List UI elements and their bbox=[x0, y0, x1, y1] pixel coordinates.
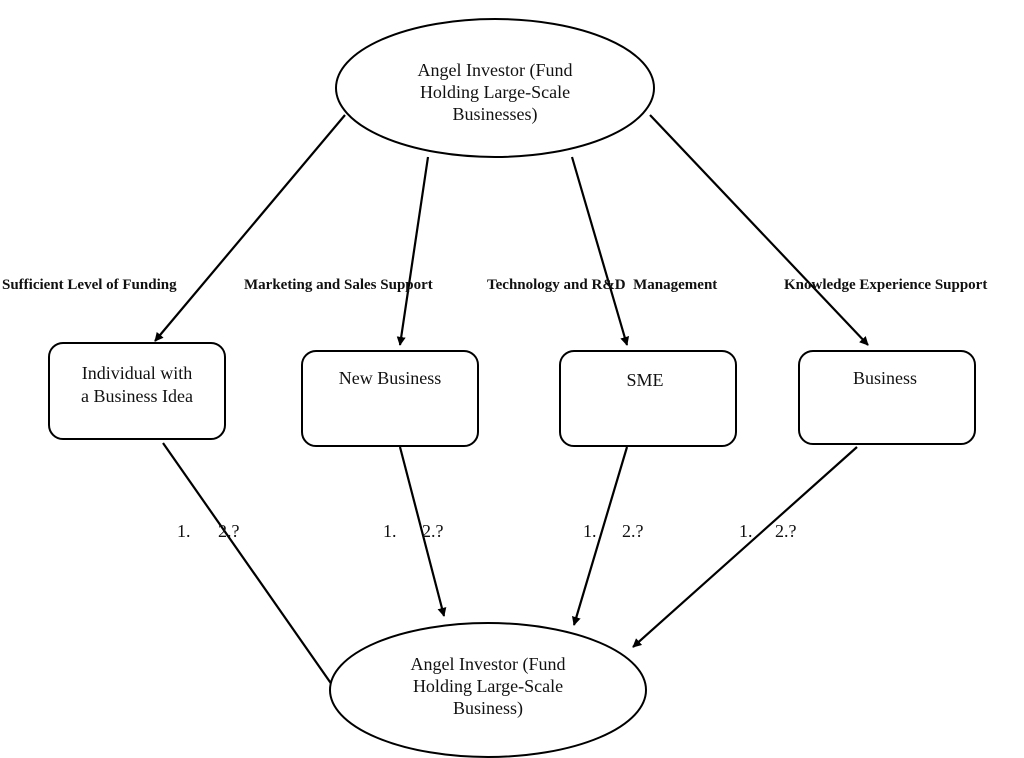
top-node: Angel Investor (Fund Holding Large-Scale… bbox=[335, 18, 655, 158]
node-sme-label: SME bbox=[626, 370, 663, 390]
support-label-funding: Sufficient Level of Funding bbox=[2, 277, 177, 293]
bottom-node-line-1: Angel Investor (Fund bbox=[411, 654, 566, 675]
step-2-individual: 2.? bbox=[218, 521, 240, 541]
edge-sme-to-bottom bbox=[571, 446, 629, 626]
step-2-sme: 2.? bbox=[622, 521, 644, 541]
edge-business-to-bottom bbox=[632, 446, 858, 648]
top-node-line-2: Holding Large-Scale bbox=[420, 82, 570, 102]
edge-new-business-to-bottom bbox=[398, 446, 447, 617]
support-label-knowledge: Knowledge Experience Support bbox=[784, 277, 987, 293]
step-2-new-business: 2.? bbox=[422, 521, 444, 541]
step-1-new-business: 1. bbox=[383, 521, 397, 541]
node-individual-line-2: a Business Idea bbox=[81, 386, 193, 406]
top-node-line-3: Businesses) bbox=[453, 104, 538, 125]
node-individual: Individual with a Business Idea bbox=[48, 342, 226, 440]
support-label-marketing: Marketing and Sales Support bbox=[244, 277, 433, 293]
node-sme: SME bbox=[559, 350, 737, 447]
edge-top-to-sme bbox=[570, 156, 630, 346]
step-1-individual: 1. bbox=[177, 521, 191, 541]
step-1-business: 1. bbox=[739, 521, 753, 541]
bottom-node: Angel Investor (Fund Holding Large-Scale… bbox=[329, 622, 647, 758]
bottom-node-line-3: Business) bbox=[453, 698, 523, 719]
step-2-business: 2.? bbox=[775, 521, 797, 541]
edge-top-to-individual bbox=[154, 114, 346, 342]
edge-top-to-new-business bbox=[396, 156, 430, 346]
support-label-technology: Technology and R&D Management bbox=[487, 277, 717, 293]
edge-top-to-business bbox=[649, 114, 869, 346]
node-new-business-label: New Business bbox=[339, 368, 442, 388]
bottom-node-line-2: Holding Large-Scale bbox=[413, 676, 563, 696]
edge-individual-to-bottom bbox=[162, 442, 338, 693]
node-individual-line-1: Individual with bbox=[82, 363, 193, 383]
top-node-line-1: Angel Investor (Fund bbox=[418, 60, 573, 81]
node-business: Business bbox=[798, 350, 976, 445]
node-new-business: New Business bbox=[301, 350, 479, 447]
step-1-sme: 1. bbox=[583, 521, 597, 541]
node-business-label: Business bbox=[853, 368, 917, 388]
